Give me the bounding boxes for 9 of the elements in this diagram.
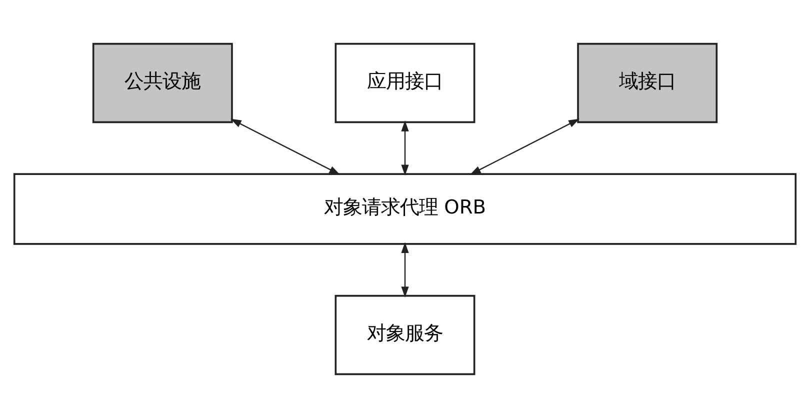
arrow [400, 120, 408, 176]
node-box: 域接口 [576, 42, 718, 124]
node-box: 对象请求代理 ORB [12, 173, 796, 245]
arrow [230, 118, 340, 175]
node-box: 公共设施 [92, 42, 232, 124]
arrow [400, 242, 408, 298]
node-box: 应用接口 [334, 42, 475, 124]
node-box: 对象服务 [334, 294, 475, 376]
arrow [469, 118, 580, 175]
